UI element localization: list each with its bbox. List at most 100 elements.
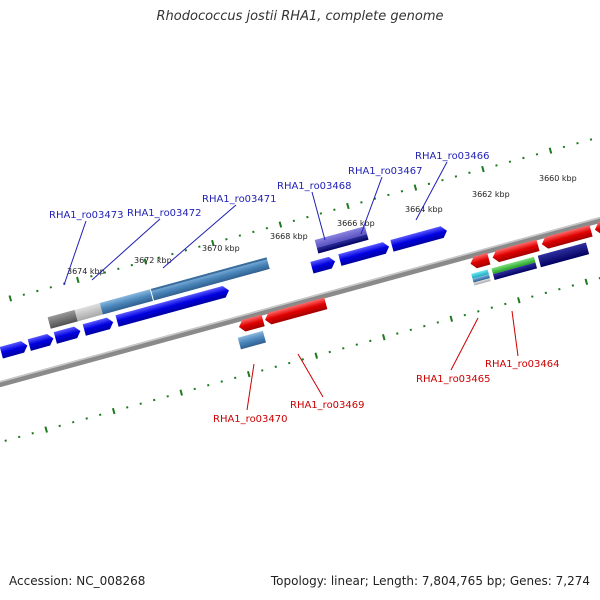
forward-gene-callouts: RHA1_ro03473 RHA1_ro03472 RHA1_ro03471 R… — [49, 151, 490, 286]
ruler-tick — [98, 413, 102, 417]
callout-line — [450, 317, 479, 371]
feature-box-dark[interactable] — [316, 233, 369, 254]
ruler-tick — [454, 175, 458, 178]
ruler-tick — [571, 284, 575, 287]
ruler-tick — [278, 221, 283, 228]
gene-arrow-forward[interactable] — [82, 316, 115, 336]
gene-arrow-forward[interactable] — [115, 285, 230, 327]
ruler-tick — [495, 164, 498, 167]
forward-strand-genes — [0, 225, 448, 359]
gene-arrow-forward[interactable] — [390, 225, 448, 252]
ruler-tick — [531, 295, 534, 298]
gene-arrow-forward[interactable] — [338, 241, 390, 266]
ruler-tick — [274, 365, 277, 368]
gene-arrow-forward[interactable] — [53, 325, 82, 344]
ruler-label: 3670 kbp — [202, 244, 240, 253]
callout-line — [91, 218, 161, 281]
ruler-label: 3674 kbp — [67, 267, 105, 276]
callout-line — [360, 176, 383, 235]
ruler-label: 3664 kbp — [405, 205, 443, 214]
ruler-tick — [143, 258, 148, 265]
ruler-tick — [355, 343, 359, 346]
ruler-tick — [463, 313, 467, 317]
callout-line — [246, 363, 255, 411]
ruler-tick — [427, 182, 431, 186]
gene-arrow-forward[interactable] — [0, 340, 29, 359]
reverse-gene-callouts: RHA1_ro03470 RHA1_ro03469 RHA1_ro03465 R… — [213, 310, 560, 425]
gene-label-reverse[interactable]: RHA1_ro03464 — [485, 359, 560, 370]
ruler-tick — [166, 395, 169, 398]
ruler-tick — [409, 328, 413, 332]
feature-box-steel[interactable] — [237, 330, 267, 350]
feature-box-dark[interactable] — [537, 242, 590, 268]
ruler-tick — [490, 306, 494, 309]
ruler-tick — [468, 171, 471, 175]
feature-box-steel[interactable] — [150, 257, 270, 301]
ruler-tick — [76, 276, 80, 284]
ruler-tick — [562, 145, 566, 149]
ruler-tick — [319, 212, 323, 215]
gene-arrow-reverse[interactable] — [469, 252, 491, 270]
ruler-tick — [292, 219, 296, 223]
feature-box-dark[interactable] — [493, 262, 538, 280]
feature-box-light[interactable] — [74, 302, 103, 322]
ruler-tick — [342, 347, 345, 350]
feature-box-steel-edge — [150, 257, 268, 291]
gene-label-forward[interactable]: RHA1_ro03466 — [415, 151, 490, 162]
ruler-label: 3662 kbp — [472, 190, 510, 199]
ruler-tick — [238, 234, 242, 237]
gene-label-forward[interactable]: RHA1_ro03473 — [49, 210, 124, 221]
gene-label-forward[interactable]: RHA1_ro03472 — [127, 208, 202, 219]
gene-arrow-reverse[interactable] — [263, 297, 328, 326]
ruler-tick — [31, 432, 34, 435]
ruler-label: 3660 kbp — [539, 174, 577, 183]
ruler-tick — [152, 398, 156, 402]
gene-arrow-reverse[interactable] — [491, 239, 540, 263]
feature-box-steel[interactable] — [472, 274, 490, 283]
gene-label-reverse[interactable]: RHA1_ro03469 — [290, 400, 365, 411]
ruler-tick — [508, 160, 512, 163]
gene-arrow-forward[interactable] — [27, 333, 55, 351]
feature-box-green[interactable] — [491, 256, 536, 275]
ruler-tick — [306, 215, 309, 219]
gene-label-forward[interactable]: RHA1_ro03471 — [202, 194, 277, 205]
ruler-tick — [535, 153, 539, 156]
feature-box-light[interactable] — [473, 278, 491, 286]
forward-feature-boxes — [47, 226, 369, 329]
ruler-tick — [184, 249, 188, 252]
ruler-tick — [117, 267, 120, 271]
ruler-tick — [333, 208, 336, 211]
ruler-tick — [360, 201, 363, 204]
callout-line — [311, 191, 326, 241]
ruler-tick — [17, 435, 21, 439]
feature-box-cyan[interactable] — [471, 269, 489, 279]
ruler-tick — [584, 278, 589, 285]
gene-label-forward[interactable]: RHA1_ro03468 — [277, 181, 352, 192]
feature-box-grey[interactable] — [47, 309, 78, 329]
ruler-tick — [548, 147, 553, 154]
ruler-tick — [265, 226, 269, 230]
map-title: Rhodococcus jostii RHA1, complete genome — [156, 9, 444, 24]
gene-label-reverse[interactable]: RHA1_ro03465 — [416, 374, 491, 385]
feature-box-steel[interactable] — [99, 289, 154, 315]
ruler-tick — [130, 263, 134, 267]
gene-label-reverse[interactable]: RHA1_ro03470 — [213, 414, 288, 425]
ruler-label: 3666 kbp — [337, 219, 375, 228]
gene-label-forward[interactable]: RHA1_ro03467 — [348, 166, 423, 177]
ruler-tick — [589, 138, 593, 141]
ruler-tick — [544, 291, 548, 295]
callout-line — [511, 310, 519, 357]
gene-arrow-reverse[interactable] — [237, 314, 265, 333]
ruler-tick — [246, 370, 251, 378]
callout-line — [162, 204, 237, 269]
gene-arrow-forward[interactable] — [310, 256, 336, 274]
ruler-tick — [288, 361, 291, 365]
ruler-tick — [477, 310, 480, 313]
gene-arrow-reverse[interactable] — [540, 224, 593, 250]
ruler-tick — [234, 376, 237, 380]
ruler-tick — [179, 389, 183, 396]
feature-box-purple[interactable] — [314, 226, 367, 248]
ruler-tick — [396, 332, 399, 335]
ruler-tick — [314, 352, 319, 359]
